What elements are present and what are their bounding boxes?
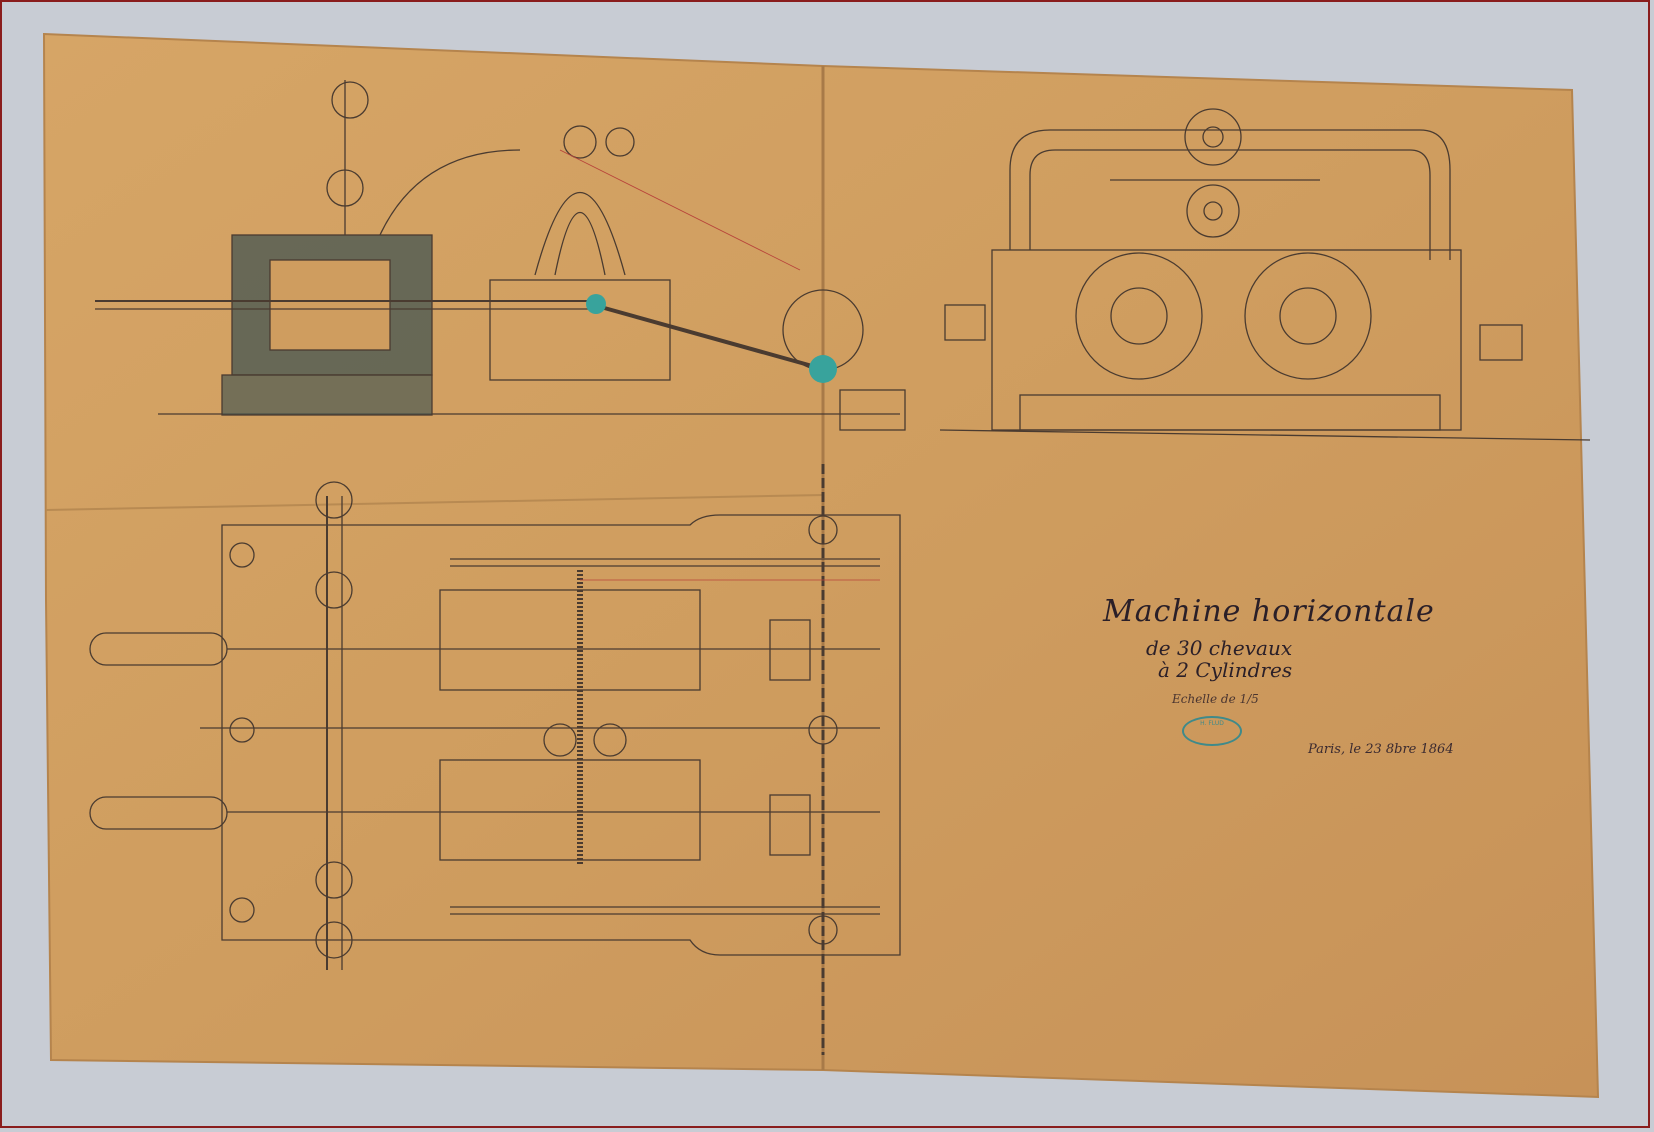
side-elevation	[95, 80, 906, 431]
end-elevation	[939, 108, 1591, 441]
drawing-scale: Echelle de 1/5	[1172, 692, 1259, 706]
maker-stamp: H. FLUD	[1182, 716, 1242, 746]
drawing-title: Machine horizontale	[1103, 594, 1435, 629]
drawing-subtitle-power: de 30 chevaux	[1146, 636, 1293, 660]
horizontal-fold	[45, 494, 824, 511]
drawing-date: Paris, le 23 8bre 1864	[1308, 742, 1454, 757]
stamp-text: H. FLUD	[1200, 720, 1224, 727]
plan-view	[89, 464, 901, 1055]
drawing-subtitle-cylinders: à 2 Cylindres	[1158, 658, 1293, 682]
teal-crank-mark	[809, 355, 837, 383]
teal-crosshead-mark	[586, 294, 606, 314]
